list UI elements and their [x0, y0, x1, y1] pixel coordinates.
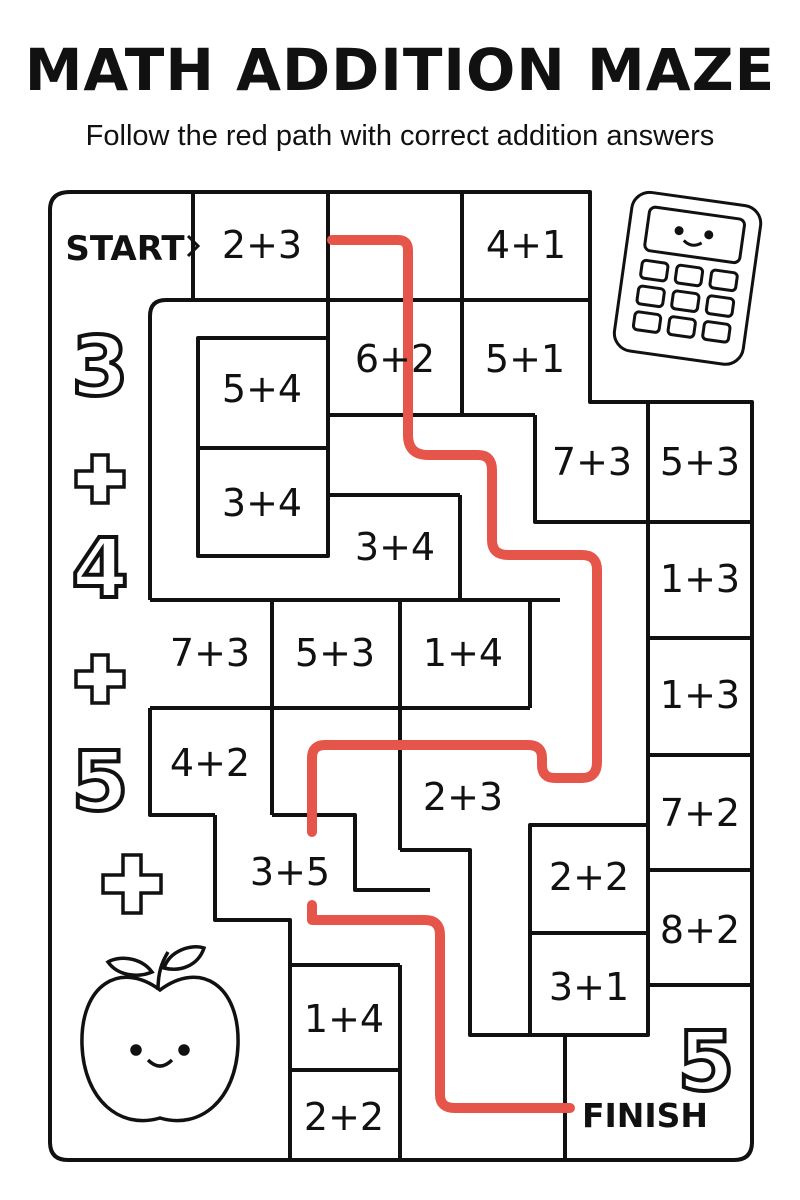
maze-cell: 3+4	[355, 525, 435, 569]
maze-walls	[48, 190, 754, 1162]
page-title: MATH ADDITION MAZE	[24, 36, 776, 104]
maze-cell: 2+3	[423, 775, 503, 819]
maze-cell: 2+2	[304, 1095, 384, 1139]
maze-cell: 2+3	[222, 223, 302, 267]
maze-cell: 7+3	[170, 631, 250, 675]
maze-cell: 5+1	[485, 337, 565, 381]
finish-digit: 5	[677, 1015, 734, 1110]
start-arrow-icon	[186, 234, 201, 258]
start-label: START	[65, 229, 185, 269]
side-digit: 3	[71, 320, 128, 415]
maze-cell: 5+4	[222, 367, 302, 411]
side-digit: 5	[71, 735, 128, 830]
finish-label: FINISH	[582, 1096, 708, 1135]
maze-cell: 5+3	[660, 440, 740, 484]
maze-cell: 3+4	[222, 481, 302, 525]
page-subtitle: Follow the red path with correct additio…	[85, 120, 715, 152]
maze-cell: 5+3	[295, 631, 375, 675]
maze-cell: 4+1	[486, 223, 566, 267]
maze-cell: 7+3	[552, 440, 632, 484]
maze-cell: 8+2	[660, 908, 740, 952]
maze-cell: 3+1	[549, 965, 629, 1009]
maze-cell: 1+3	[660, 557, 740, 601]
plus-icon	[74, 453, 126, 505]
maze-cell: 7+2	[660, 791, 740, 835]
calculator-icon	[612, 190, 763, 366]
solution-path	[307, 235, 602, 1113]
maze-cell: 6+2	[355, 337, 435, 381]
maze-cell: 1+3	[660, 673, 740, 717]
maze-cell: 3+5	[250, 850, 330, 894]
plus-icon	[101, 853, 163, 915]
maze-cell: 1+4	[423, 631, 503, 675]
maze-cell: 1+4	[304, 997, 384, 1041]
maze-cell: 4+2	[170, 741, 250, 785]
plus-icon	[74, 653, 126, 705]
apple-icon	[80, 945, 240, 1123]
maze-cell: 2+2	[549, 855, 629, 899]
side-digit: 4	[71, 522, 128, 617]
